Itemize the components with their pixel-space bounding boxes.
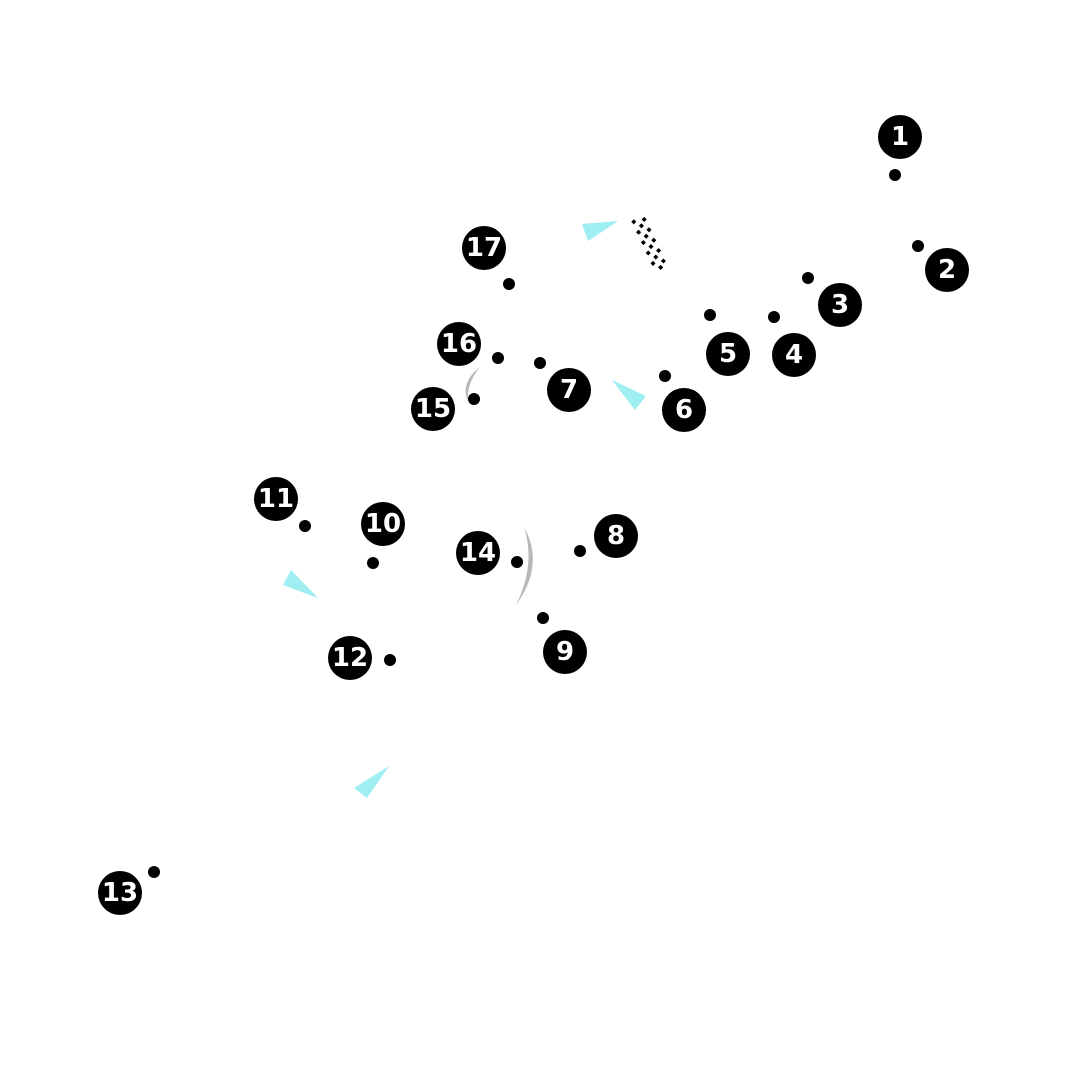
corner-apex-dot bbox=[768, 311, 780, 323]
turn-badge-11: 11 bbox=[254, 477, 298, 521]
turn-number: 12 bbox=[332, 643, 368, 673]
turn-badge-8: 8 bbox=[594, 514, 638, 558]
corner-apex-dot bbox=[148, 866, 160, 878]
checkered-square bbox=[648, 244, 654, 250]
corner-apex-dot bbox=[299, 520, 311, 532]
corner-apex-dot bbox=[537, 612, 549, 624]
checkered-square bbox=[631, 219, 637, 225]
corner-apex-dot bbox=[384, 654, 396, 666]
turn-badge-circle bbox=[594, 514, 638, 558]
turn-badge-6: 6 bbox=[662, 388, 706, 432]
turn-badge-17: 17 bbox=[462, 226, 506, 270]
checkered-square bbox=[638, 223, 644, 229]
turn-badge-16: 16 bbox=[437, 322, 481, 366]
checkered-square bbox=[646, 227, 652, 233]
turn-number: 13 bbox=[102, 878, 138, 908]
turn-number: 3 bbox=[831, 290, 849, 320]
turn-number: 17 bbox=[466, 233, 502, 263]
turn-number: 4 bbox=[785, 340, 803, 370]
drs-zone-arrow-icon bbox=[354, 766, 389, 798]
turn-badge-4: 4 bbox=[772, 333, 816, 377]
turn-badge-13: 13 bbox=[98, 871, 142, 915]
corner-apex-dot bbox=[912, 240, 924, 252]
checkered-square bbox=[660, 258, 666, 264]
turn-badge-3: 3 bbox=[818, 283, 862, 327]
turn-number: 1 bbox=[891, 122, 909, 152]
checkered-square bbox=[658, 264, 664, 270]
turn-number: 9 bbox=[556, 637, 574, 667]
corner-apex-dot bbox=[889, 169, 901, 181]
turn-number: 15 bbox=[415, 394, 451, 424]
turn-badge-14: 14 bbox=[456, 531, 500, 575]
turn-badge-10: 10 bbox=[361, 502, 405, 546]
checkered-square bbox=[641, 216, 647, 222]
corner-apex-dot bbox=[492, 352, 504, 364]
checkered-square bbox=[643, 233, 649, 239]
turn-badge-circle bbox=[818, 283, 862, 327]
turn-badge-circle bbox=[361, 502, 405, 546]
corner-apex-dot bbox=[534, 357, 546, 369]
turn-number: 6 bbox=[675, 395, 693, 425]
turn-badge-circle bbox=[925, 248, 969, 292]
turn-badge-15: 15 bbox=[411, 387, 455, 431]
curb-arc-icon bbox=[465, 367, 480, 402]
turn-badge-1: 1 bbox=[878, 115, 922, 159]
curb-arc-icon bbox=[516, 527, 533, 605]
checkered-square bbox=[636, 229, 642, 235]
corner-apex-dot bbox=[503, 278, 515, 290]
turn-number: 10 bbox=[365, 509, 401, 539]
turn-badge-5: 5 bbox=[706, 332, 750, 376]
turn-badge-circle bbox=[254, 477, 298, 521]
turn-badge-9: 9 bbox=[543, 630, 587, 674]
corner-apex-dot bbox=[574, 545, 586, 557]
turn-badge-circle bbox=[772, 333, 816, 377]
checkered-start-finish-icon bbox=[631, 216, 666, 270]
drs-zone-arrow-icon bbox=[283, 570, 318, 598]
drs-zone-arrow-icon bbox=[612, 380, 646, 410]
turn-number: 14 bbox=[460, 538, 496, 568]
drs-arrows bbox=[283, 221, 646, 798]
turn-number: 2 bbox=[938, 255, 956, 285]
checkered-square bbox=[653, 254, 659, 260]
checkered-square bbox=[650, 260, 656, 266]
checkered-square bbox=[645, 250, 651, 256]
corner-apex-dot bbox=[704, 309, 716, 321]
turn-badge-circle bbox=[662, 388, 706, 432]
corner-apex-dot bbox=[511, 556, 523, 568]
turn-number: 16 bbox=[441, 329, 477, 359]
turn-badge-circle bbox=[437, 322, 481, 366]
turn-badge-12: 12 bbox=[328, 636, 372, 680]
corner-apex-dot bbox=[367, 557, 379, 569]
turn-badge-circle bbox=[543, 630, 587, 674]
turn-badge-circle bbox=[98, 871, 142, 915]
curbs bbox=[465, 367, 533, 605]
turn-badge-circle bbox=[878, 115, 922, 159]
turn-badge-circle bbox=[456, 531, 500, 575]
turn-number: 5 bbox=[719, 339, 737, 369]
turn-badge-circle bbox=[328, 636, 372, 680]
turn-number: 8 bbox=[607, 521, 625, 551]
corner-apex-dot bbox=[659, 370, 671, 382]
drs-zone-arrow-icon bbox=[582, 221, 618, 241]
corner-apex-dot bbox=[468, 393, 480, 405]
turn-badge-7: 7 bbox=[547, 368, 591, 412]
turn-badges: 1 2 3 4 5 6 7 bbox=[98, 115, 969, 915]
turn-badge-circle bbox=[547, 368, 591, 412]
turn-badge-2: 2 bbox=[925, 248, 969, 292]
turn-number: 7 bbox=[560, 375, 578, 405]
checkered-square bbox=[640, 240, 646, 246]
checkered-square bbox=[656, 248, 662, 254]
turn-badge-circle bbox=[462, 226, 506, 270]
turn-number: 11 bbox=[258, 484, 294, 514]
checkered-square bbox=[651, 237, 657, 243]
corner-apex-dot bbox=[802, 272, 814, 284]
turn-badge-circle bbox=[411, 387, 455, 431]
corner-dots bbox=[148, 169, 924, 878]
turn-badge-circle bbox=[706, 332, 750, 376]
